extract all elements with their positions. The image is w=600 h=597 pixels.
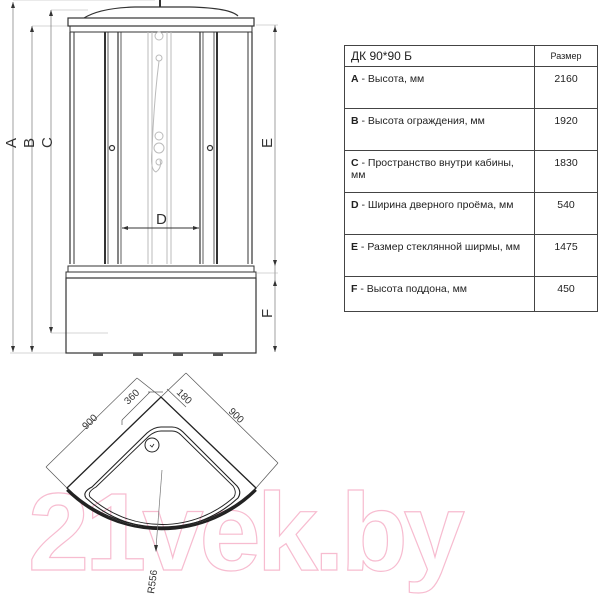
dim-360: 360 xyxy=(122,387,142,407)
row-letter: E xyxy=(351,241,359,253)
dim-900-right: 900 xyxy=(226,406,246,426)
table-row: C - Пространство внутри кабины, мм 1830 xyxy=(344,150,598,193)
row-label: - Пространство внутри кабины, мм xyxy=(351,157,514,181)
watermark: 21vek.by xyxy=(28,471,465,594)
dim-900-left: 900 xyxy=(80,412,100,432)
table-row: E - Размер стеклянной ширмы, мм 1475 xyxy=(344,234,598,277)
dim-radius: R556 xyxy=(146,569,160,595)
row-label: - Высота поддона, мм xyxy=(357,283,468,295)
dim-label-e: E xyxy=(259,138,276,148)
row-value: 1830 xyxy=(534,150,598,193)
dim-label-a: A xyxy=(3,138,20,148)
table-row: A - Высота, мм 2160 xyxy=(344,66,598,109)
row-label: - Ширина дверного проёма, мм xyxy=(358,199,514,211)
table-row: D - Ширина дверного проёма, мм 540 xyxy=(344,192,598,235)
row-letter: D xyxy=(351,199,359,211)
row-label: - Высота ограждения, мм xyxy=(358,115,485,127)
row-value: 1920 xyxy=(534,108,598,151)
top-view xyxy=(45,372,279,552)
size-header: Размер xyxy=(534,45,598,67)
model-title: ДК 90*90 Б xyxy=(344,45,535,67)
front-view xyxy=(10,0,278,356)
spec-table: ДК 90*90 Б Размер A - Высота, мм 2160 B … xyxy=(344,45,598,312)
row-label: - Размер стеклянной ширмы, мм xyxy=(358,241,521,253)
dim-label-b: B xyxy=(21,138,38,148)
row-label: - Высота, мм xyxy=(358,73,425,85)
dim-180: 180 xyxy=(174,387,194,407)
row-letter: F xyxy=(351,283,358,295)
row-value: 450 xyxy=(534,276,598,312)
dim-label-f: F xyxy=(259,309,276,318)
row-letter: C xyxy=(351,157,359,169)
spec-table-header: ДК 90*90 Б Размер xyxy=(344,45,598,67)
table-row: B - Высота ограждения, мм 1920 xyxy=(344,108,598,151)
row-letter: A xyxy=(351,73,359,85)
row-value: 540 xyxy=(534,192,598,235)
row-value: 2160 xyxy=(534,66,598,109)
dim-label-d: D xyxy=(156,211,167,228)
row-letter: B xyxy=(351,115,359,127)
table-row: F - Высота поддона, мм 450 xyxy=(344,276,598,312)
row-value: 1475 xyxy=(534,234,598,277)
dim-label-c: C xyxy=(39,137,56,148)
